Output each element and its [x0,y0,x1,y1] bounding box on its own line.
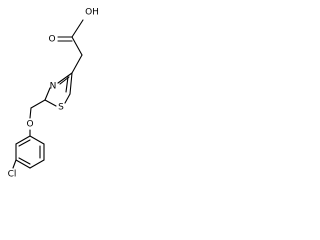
chlorine-label: Cl [8,170,17,180]
bond-ar4-cl [12,159,17,169]
bond-c5-c4 [69,72,73,95]
sulfur-label: S [58,103,64,113]
chlorophenyl-ring [12,135,45,169]
acetic-acid-group [57,19,84,74]
bond-c5-c4-double [65,76,69,93]
bond-n3-c2 [44,87,51,101]
bond-c2-ch2 [30,99,46,109]
bond-c4-n3 [57,72,73,84]
bond-c4-ch2 [71,54,83,74]
bond-c-oh [71,19,84,38]
nitrogen-label: N [50,82,57,92]
carbonyl-oxygen-label: O [48,35,55,45]
bond-ar3-ar4-inner [18,157,31,165]
bond-ar1-ar2-inner [18,139,31,147]
hydroxyl-label: OH [85,8,99,18]
bond-ar3-ar4 [15,159,31,169]
bond-ch2-o [29,107,32,119]
bond-ch2-cooh [71,36,83,56]
bond-ar4-ar5 [29,159,45,169]
bond-s1-c5 [64,93,71,104]
thiazole-ring [44,72,73,107]
bond-ar1-ar2 [15,135,31,145]
bond-ar6-ar1 [29,135,45,145]
chemical-structure-diagram: OH O N S O Cl [0,0,110,182]
methylene-ether-linker [29,99,46,137]
structure-svg: OH O N S O Cl [8,8,99,180]
ether-oxygen-label: O [26,120,33,130]
bond-c2-s1 [44,99,57,107]
